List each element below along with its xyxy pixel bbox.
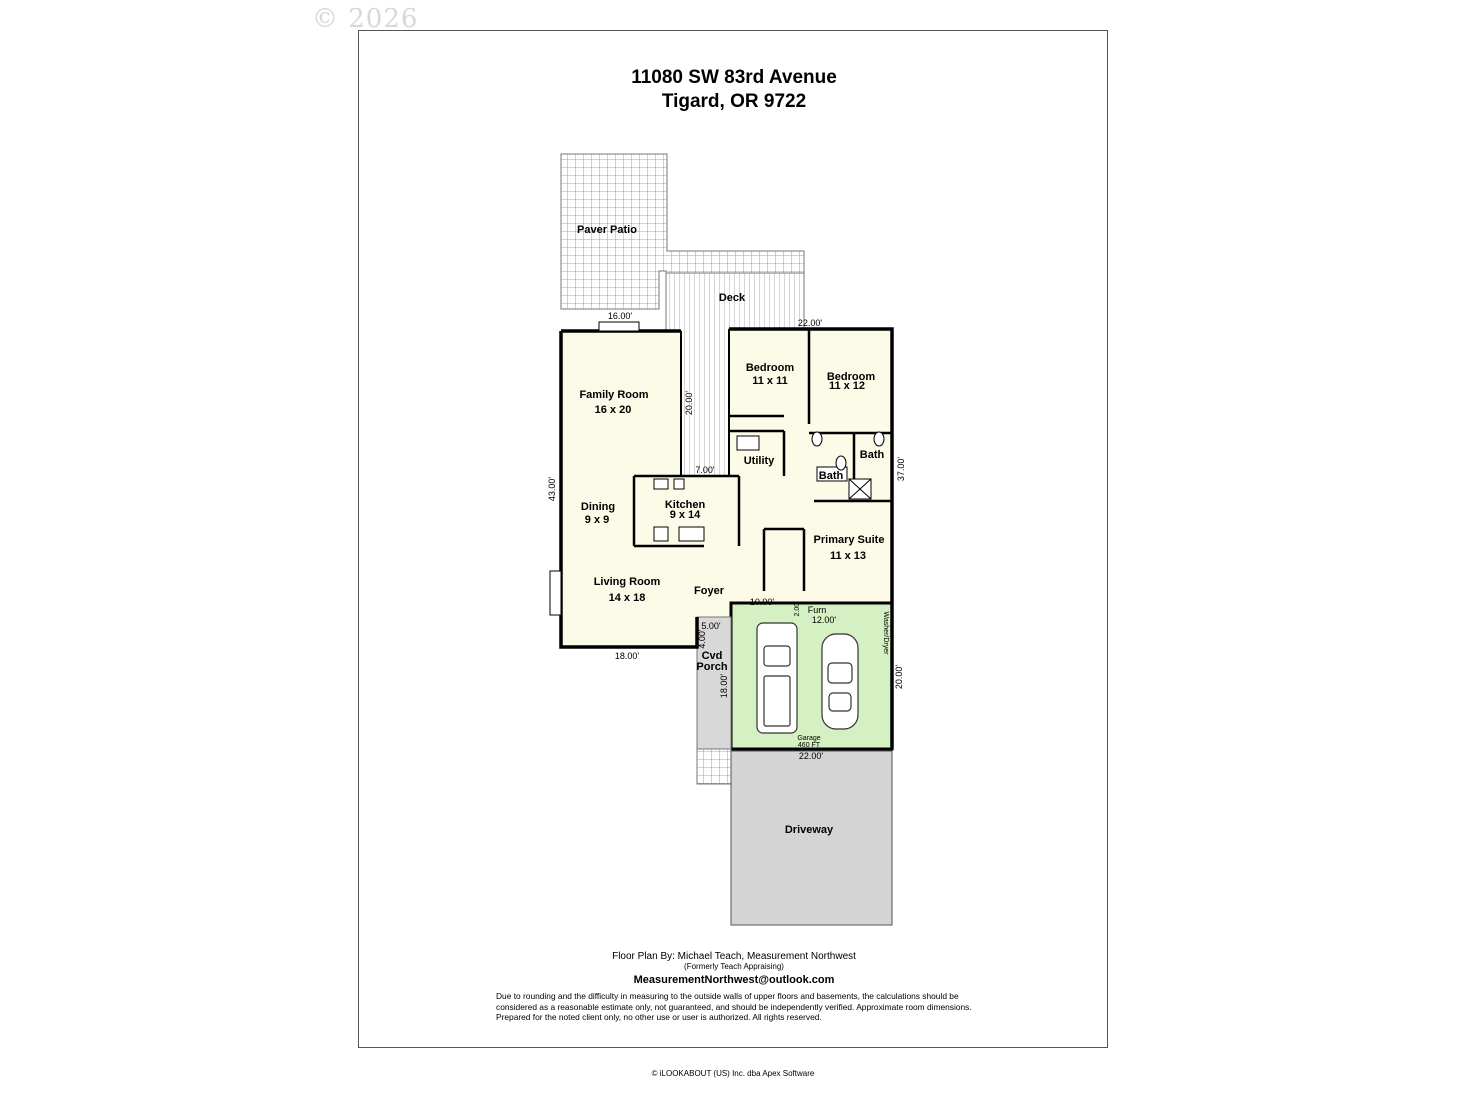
bath2-label: Bath	[819, 470, 844, 482]
dim-5: 5.00'	[701, 621, 721, 631]
dining-label: Dining	[581, 501, 615, 513]
kitchen-size: 9 x 14	[670, 509, 701, 521]
software-footer: © iLOOKABOUT (US) Inc. dba Apex Software	[651, 1069, 815, 1078]
kitchen-label: Kitchen	[665, 499, 706, 511]
fireplace-side	[549, 570, 562, 616]
dim-4: 4.00'	[697, 629, 707, 649]
garage-car-suv	[756, 622, 798, 734]
garage-label: Garage	[797, 735, 820, 742]
family-room-label: Family Room	[579, 389, 648, 401]
dim-18-porch: 18.00'	[719, 674, 729, 699]
paver-patio-label: Paver Patio	[577, 224, 637, 236]
foyer-label: Foyer	[694, 585, 725, 597]
driveway-label: Driveway	[785, 824, 834, 836]
address-line-1: 11080 SW 83rd Avenue	[631, 67, 837, 88]
bedroom2-label: Bedroom	[827, 371, 876, 383]
primary-suite-size: 11 x 13	[830, 550, 866, 562]
dining-size: 9 x 9	[585, 514, 609, 526]
floor-plan-credit: Floor Plan By: Michael Teach, Measuremen…	[612, 951, 856, 962]
dim-7: 7.00'	[695, 465, 715, 475]
dim-12: 12.00'	[812, 615, 837, 625]
dim-10: 10.00'	[750, 597, 775, 607]
floor-plan-sheet: 11080 SW 83rd Avenue Tigard, OR 9722	[358, 30, 1108, 1048]
living-room-label: Living Room	[594, 576, 661, 588]
disclaimer-text: Due to rounding and the difficulty in me…	[496, 991, 972, 1023]
cvd-porch-label-1: Cvd	[702, 650, 723, 662]
bedroom1-size: 11 x 11	[752, 375, 788, 387]
bedroom1-label: Bedroom	[746, 362, 795, 374]
dim-22-bottom: 22.00'	[799, 751, 824, 761]
floor-plan-drawing: Paver Patio Deck Bedroom 11 x 11 Bedroom…	[547, 153, 906, 926]
dim-16: 16.00'	[608, 311, 633, 321]
furn-label: Furn	[808, 605, 827, 615]
bedroom2-size: 11 x 12	[829, 380, 865, 392]
dim-22-top: 22.00'	[798, 318, 823, 328]
washer-dryer-label: Washer/Dryer	[882, 612, 889, 656]
dim-20-deck: 20.00'	[684, 391, 694, 416]
dim-2: 2.00'	[794, 602, 801, 617]
porch-step-pavers	[696, 748, 732, 785]
kitchen-fixtures	[653, 478, 705, 542]
dim-43: 43.00'	[547, 477, 557, 502]
cvd-porch-label-2: Porch	[696, 661, 727, 673]
living-room-size: 14 x 18	[609, 592, 646, 604]
dim-20-garage: 20.00'	[894, 665, 904, 690]
deck-label: Deck	[719, 292, 746, 304]
garage-car-sedan	[821, 633, 859, 730]
dim-18-bottom: 18.00'	[615, 651, 640, 661]
bath1-label: Bath	[860, 449, 885, 461]
fireplace-top	[598, 321, 640, 332]
primary-suite-label: Primary Suite	[814, 534, 885, 546]
dim-37: 37.00'	[896, 457, 906, 482]
driveway-area	[730, 750, 893, 926]
garage-size: 460 FT	[798, 742, 821, 749]
copyright-watermark: © 2026	[312, 4, 419, 34]
bath-fixtures	[736, 431, 885, 500]
address-line-2: Tigard, OR 9722	[661, 91, 807, 112]
contact-email: MeasurementNorthwest@outlook.com	[633, 974, 835, 986]
utility-label: Utility	[744, 455, 775, 467]
floor-plan-credit-sub: (Formerly Teach Appraising)	[684, 962, 784, 971]
family-room-size: 16 x 20	[595, 404, 632, 416]
